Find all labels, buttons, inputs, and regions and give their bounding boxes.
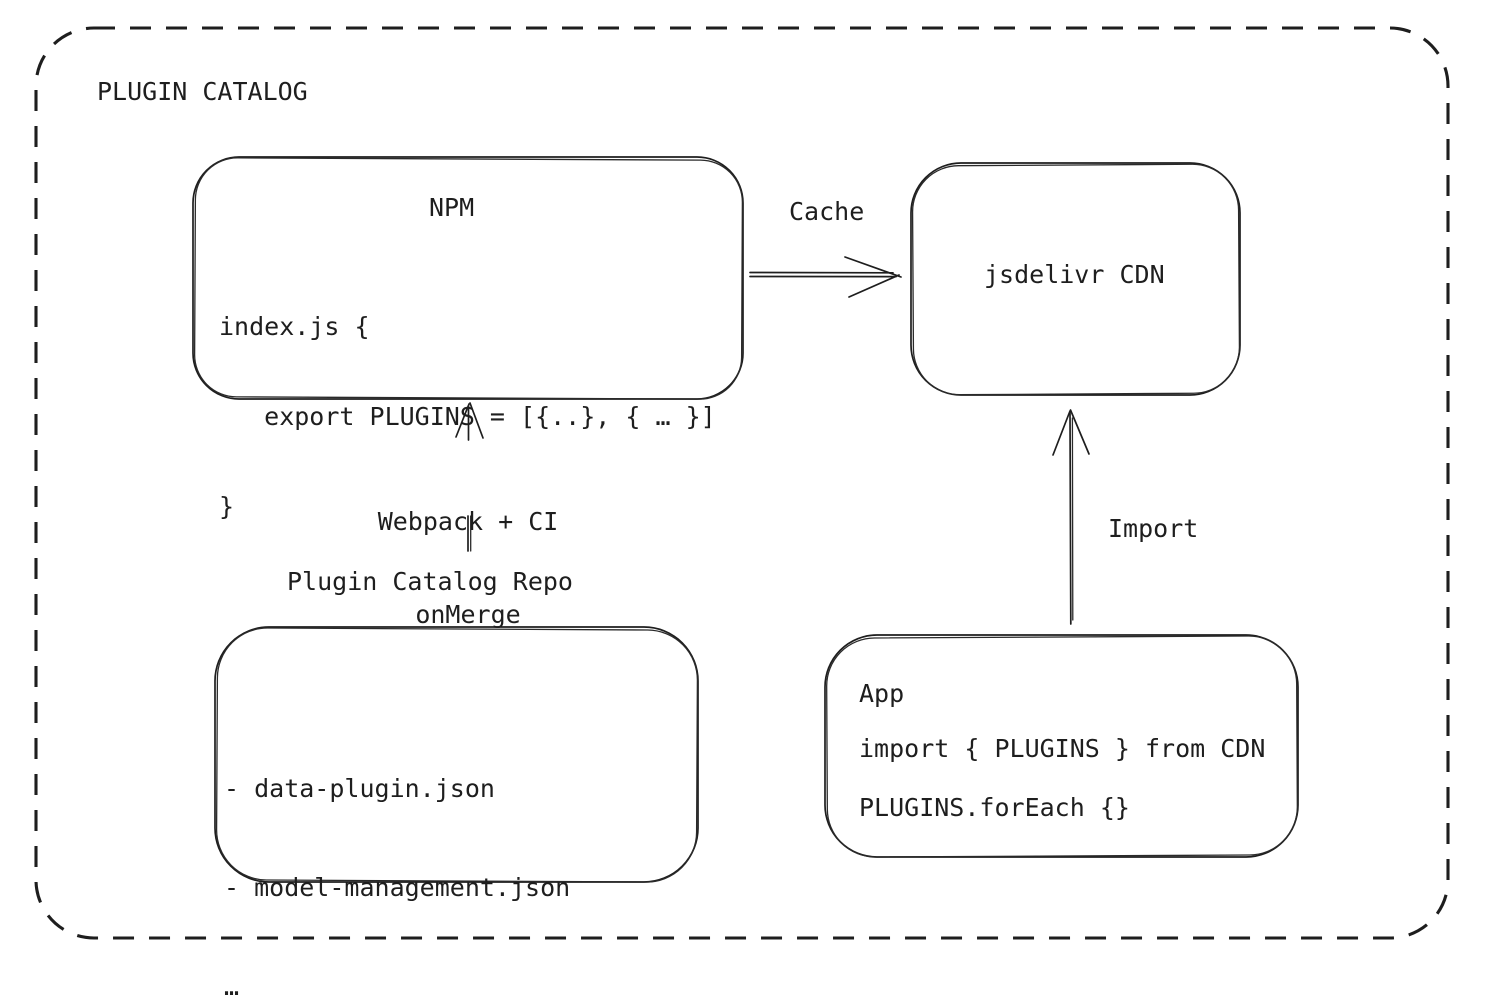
catalog-boundary-shape	[34, 26, 1450, 940]
app-box-title: App	[859, 679, 905, 708]
app-box-shape	[824, 634, 1299, 858]
cdn-box-shape	[910, 162, 1241, 396]
repo-item: - data-plugin.json	[224, 774, 495, 803]
app-code-line: PLUGINS.forEach {}	[859, 793, 1130, 822]
cache-arrow	[749, 256, 902, 298]
npm-code-line: export PLUGINS = [{..}, { … }]	[219, 402, 716, 431]
npm-code-block: index.js { export PLUGINS = [{..}, { … }…	[219, 252, 716, 582]
build-arrow-label-line: onMerge	[415, 600, 521, 629]
repo-item: …	[224, 972, 240, 1001]
build-arrow-label-line: Webpack + CI	[377, 507, 559, 536]
import-arrow	[1052, 409, 1090, 625]
repo-item: - model-management.json	[224, 873, 571, 902]
build-arrow-label: Webpack + CI onMerge	[318, 444, 618, 692]
npm-box-shape	[192, 156, 744, 400]
repo-box-label: Plugin Catalog Repo	[287, 567, 573, 596]
app-code-line: import { PLUGINS } from CDN	[859, 734, 1266, 763]
build-arrow	[455, 402, 484, 552]
catalog-title: PLUGIN CATALOG	[97, 77, 308, 106]
cache-arrow-label: Cache	[789, 197, 865, 226]
npm-box-title: NPM	[429, 193, 475, 222]
repo-item-list: - data-plugin.json - model-management.js…	[224, 706, 570, 1002]
npm-code-line: }	[219, 492, 235, 521]
repo-box-shape	[214, 626, 699, 883]
cdn-box-label: jsdelivr CDN	[984, 260, 1165, 289]
npm-code-line: index.js {	[219, 312, 370, 341]
import-arrow-label: Import	[1108, 514, 1199, 543]
